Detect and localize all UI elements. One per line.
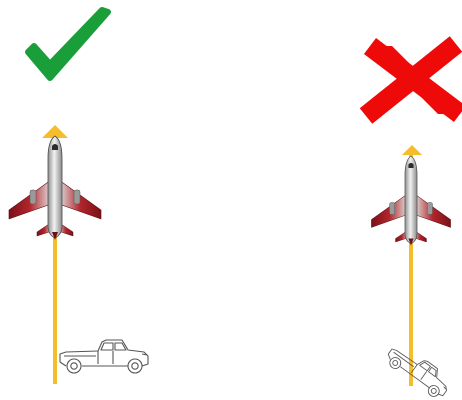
heading-arrow-icon bbox=[42, 125, 68, 138]
cross-icon bbox=[359, 36, 462, 124]
guide-line bbox=[53, 226, 57, 384]
panel-incorrect bbox=[359, 36, 462, 400]
tow-truck-icon bbox=[59, 339, 149, 374]
panel-correct bbox=[8, 7, 149, 384]
aircraft-icon bbox=[8, 135, 102, 241]
aircraft-icon bbox=[371, 155, 451, 246]
guide-line bbox=[409, 236, 413, 386]
check-icon bbox=[25, 7, 111, 81]
tow-truck-icon bbox=[382, 339, 455, 400]
heading-arrow-icon bbox=[402, 145, 422, 155]
